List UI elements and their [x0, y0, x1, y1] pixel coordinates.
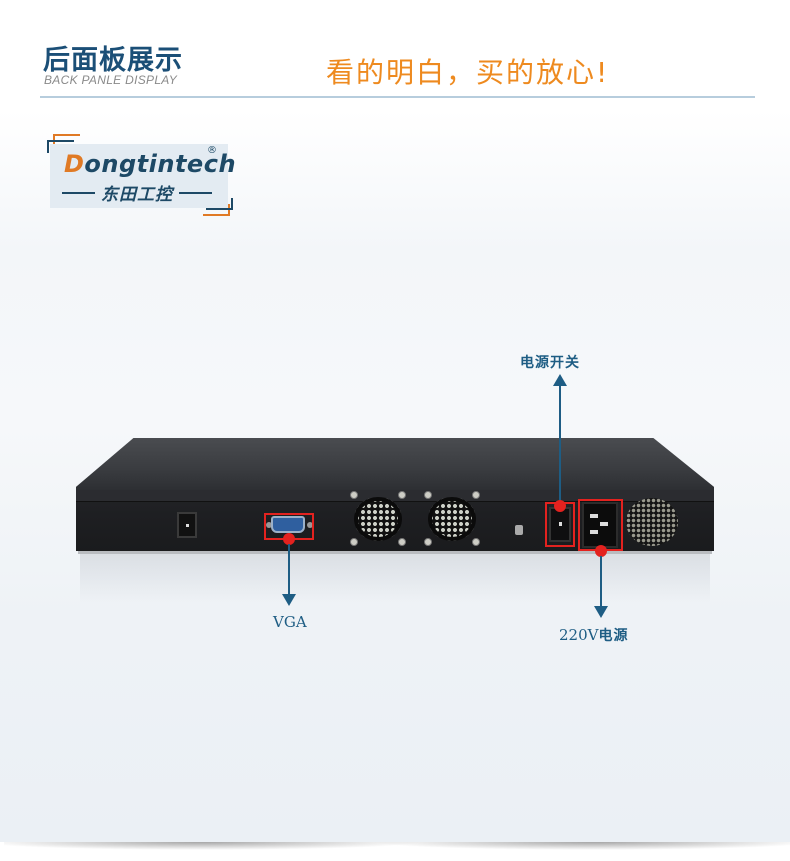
screw-icon — [350, 491, 358, 499]
logo-first-letter: D — [64, 150, 85, 178]
fan-grill-icon — [428, 497, 476, 541]
logo-corner-decoration — [228, 204, 230, 216]
power-text: 电源 — [598, 628, 629, 644]
voltage-text: 220V — [559, 626, 599, 644]
screw-icon — [424, 491, 432, 499]
header-divider — [40, 96, 755, 98]
marker-dot-icon — [554, 500, 566, 512]
callout-label-vga: VGA — [273, 613, 307, 631]
power-socket — [582, 502, 618, 548]
logo-background — [50, 144, 228, 208]
device-top-cover — [76, 438, 714, 490]
logo-corner-decoration — [231, 198, 233, 210]
socket-pin — [590, 514, 598, 518]
fan-grill-icon — [354, 497, 402, 541]
screw-icon — [472, 538, 480, 546]
logo-subtitle-row: 东田工控 — [62, 180, 212, 205]
bottom-shadow — [4, 842, 790, 861]
ground-screw-icon — [515, 525, 523, 535]
logo-wordmark: Dongtintech — [64, 150, 236, 178]
device-reflection — [80, 554, 710, 604]
logo-wordmark-rest: ongtintech — [84, 150, 237, 178]
arrow-up-icon — [553, 374, 567, 386]
slogan: 看的明白，买的放心! — [326, 56, 610, 89]
section-subtitle: BACK PANLE DISPLAY — [44, 73, 178, 87]
logo-corner-decoration — [53, 134, 55, 144]
logo-corner-decoration — [47, 140, 49, 153]
screw-icon — [424, 538, 432, 546]
vga-screw-icon — [307, 522, 313, 528]
device-rear-lip — [76, 490, 714, 502]
registered-mark: ® — [207, 145, 217, 156]
callout-label-power-switch: 电源开关 — [520, 355, 580, 371]
callout-line — [600, 556, 602, 607]
logo-corner-decoration — [203, 214, 230, 216]
power-input-highlight-box — [578, 499, 623, 551]
socket-pin — [590, 530, 598, 534]
page-background — [0, 0, 790, 842]
left-switch-port — [177, 512, 197, 538]
fan-2 — [422, 491, 482, 547]
marker-dot-icon — [283, 533, 295, 545]
vga-screw-icon — [266, 522, 272, 528]
vga-port — [271, 516, 305, 533]
screw-icon — [472, 491, 480, 499]
logo-dash-right — [179, 191, 212, 194]
logo-corner-decoration — [47, 140, 74, 142]
screw-icon — [398, 491, 406, 499]
logo-corner-decoration — [53, 134, 80, 136]
logo-subtitle: 东田工控 — [101, 185, 173, 205]
callout-line — [559, 386, 561, 502]
screw-icon — [350, 538, 358, 546]
marker-dot-icon — [595, 545, 607, 557]
arrow-down-icon — [282, 594, 296, 606]
arrow-down-icon — [594, 606, 608, 618]
logo-dash-left — [62, 191, 95, 194]
socket-pin — [600, 522, 608, 526]
callout-label-power-input: 220V电源 — [559, 625, 628, 645]
section-title: 后面板展示 — [43, 45, 183, 76]
device-bottom-edge — [78, 551, 712, 554]
screw-icon — [398, 538, 406, 546]
vent-grill-icon — [626, 498, 678, 546]
fan-1 — [348, 491, 408, 547]
logo-corner-decoration — [206, 208, 233, 210]
callout-line — [288, 544, 290, 594]
